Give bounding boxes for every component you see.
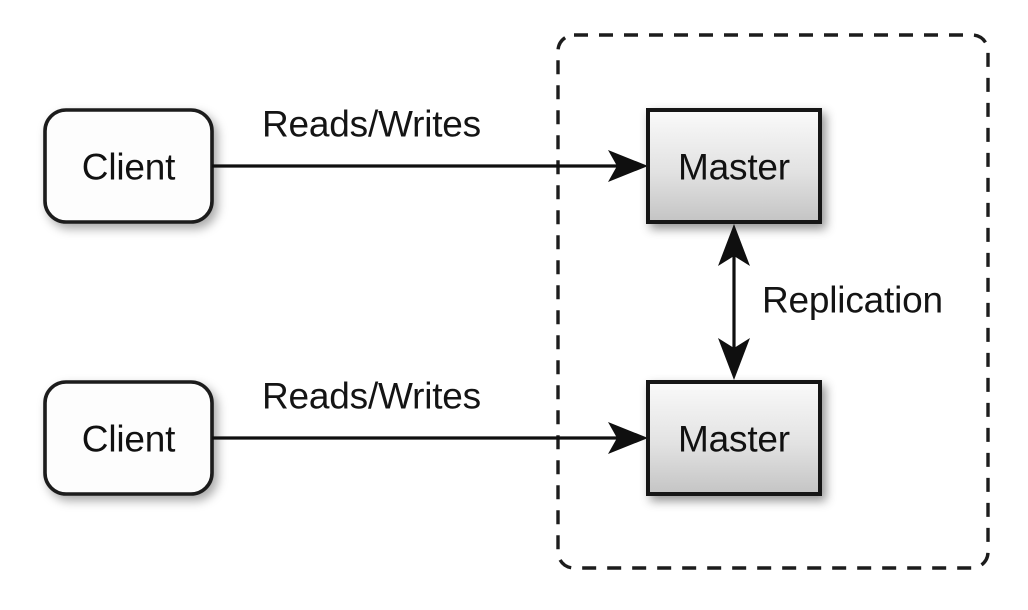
- edge-client-bottom-to-master-bottom: [212, 422, 648, 454]
- client-top-label: Client: [82, 147, 176, 188]
- edge-label-reads-writes-bottom: Reads/Writes: [262, 376, 481, 417]
- client-top-node[interactable]: Client: [43, 108, 214, 224]
- client-bottom-node[interactable]: Client: [43, 380, 214, 496]
- arrow-head-bottom: [608, 422, 648, 454]
- master-bottom-shape[interactable]: [646, 380, 822, 496]
- client-bottom-label: Client: [82, 419, 176, 460]
- arrow-head-replication-down: [718, 338, 750, 380]
- master-top-node[interactable]: Master: [646, 108, 822, 224]
- edge-label-reads-writes-top: Reads/Writes: [262, 104, 481, 145]
- arrow-head-top: [608, 150, 648, 182]
- edge-client-top-to-master-top: [212, 150, 648, 182]
- master-top-shape[interactable]: [646, 108, 822, 224]
- master-top-label: Master: [678, 147, 790, 188]
- edge-label-replication: Replication: [762, 280, 943, 321]
- master-bottom-label: Master: [678, 419, 790, 460]
- master-bottom-node[interactable]: Master: [646, 380, 822, 496]
- arrow-head-replication-up: [718, 224, 750, 266]
- edge-master-to-master-replication: [718, 224, 750, 380]
